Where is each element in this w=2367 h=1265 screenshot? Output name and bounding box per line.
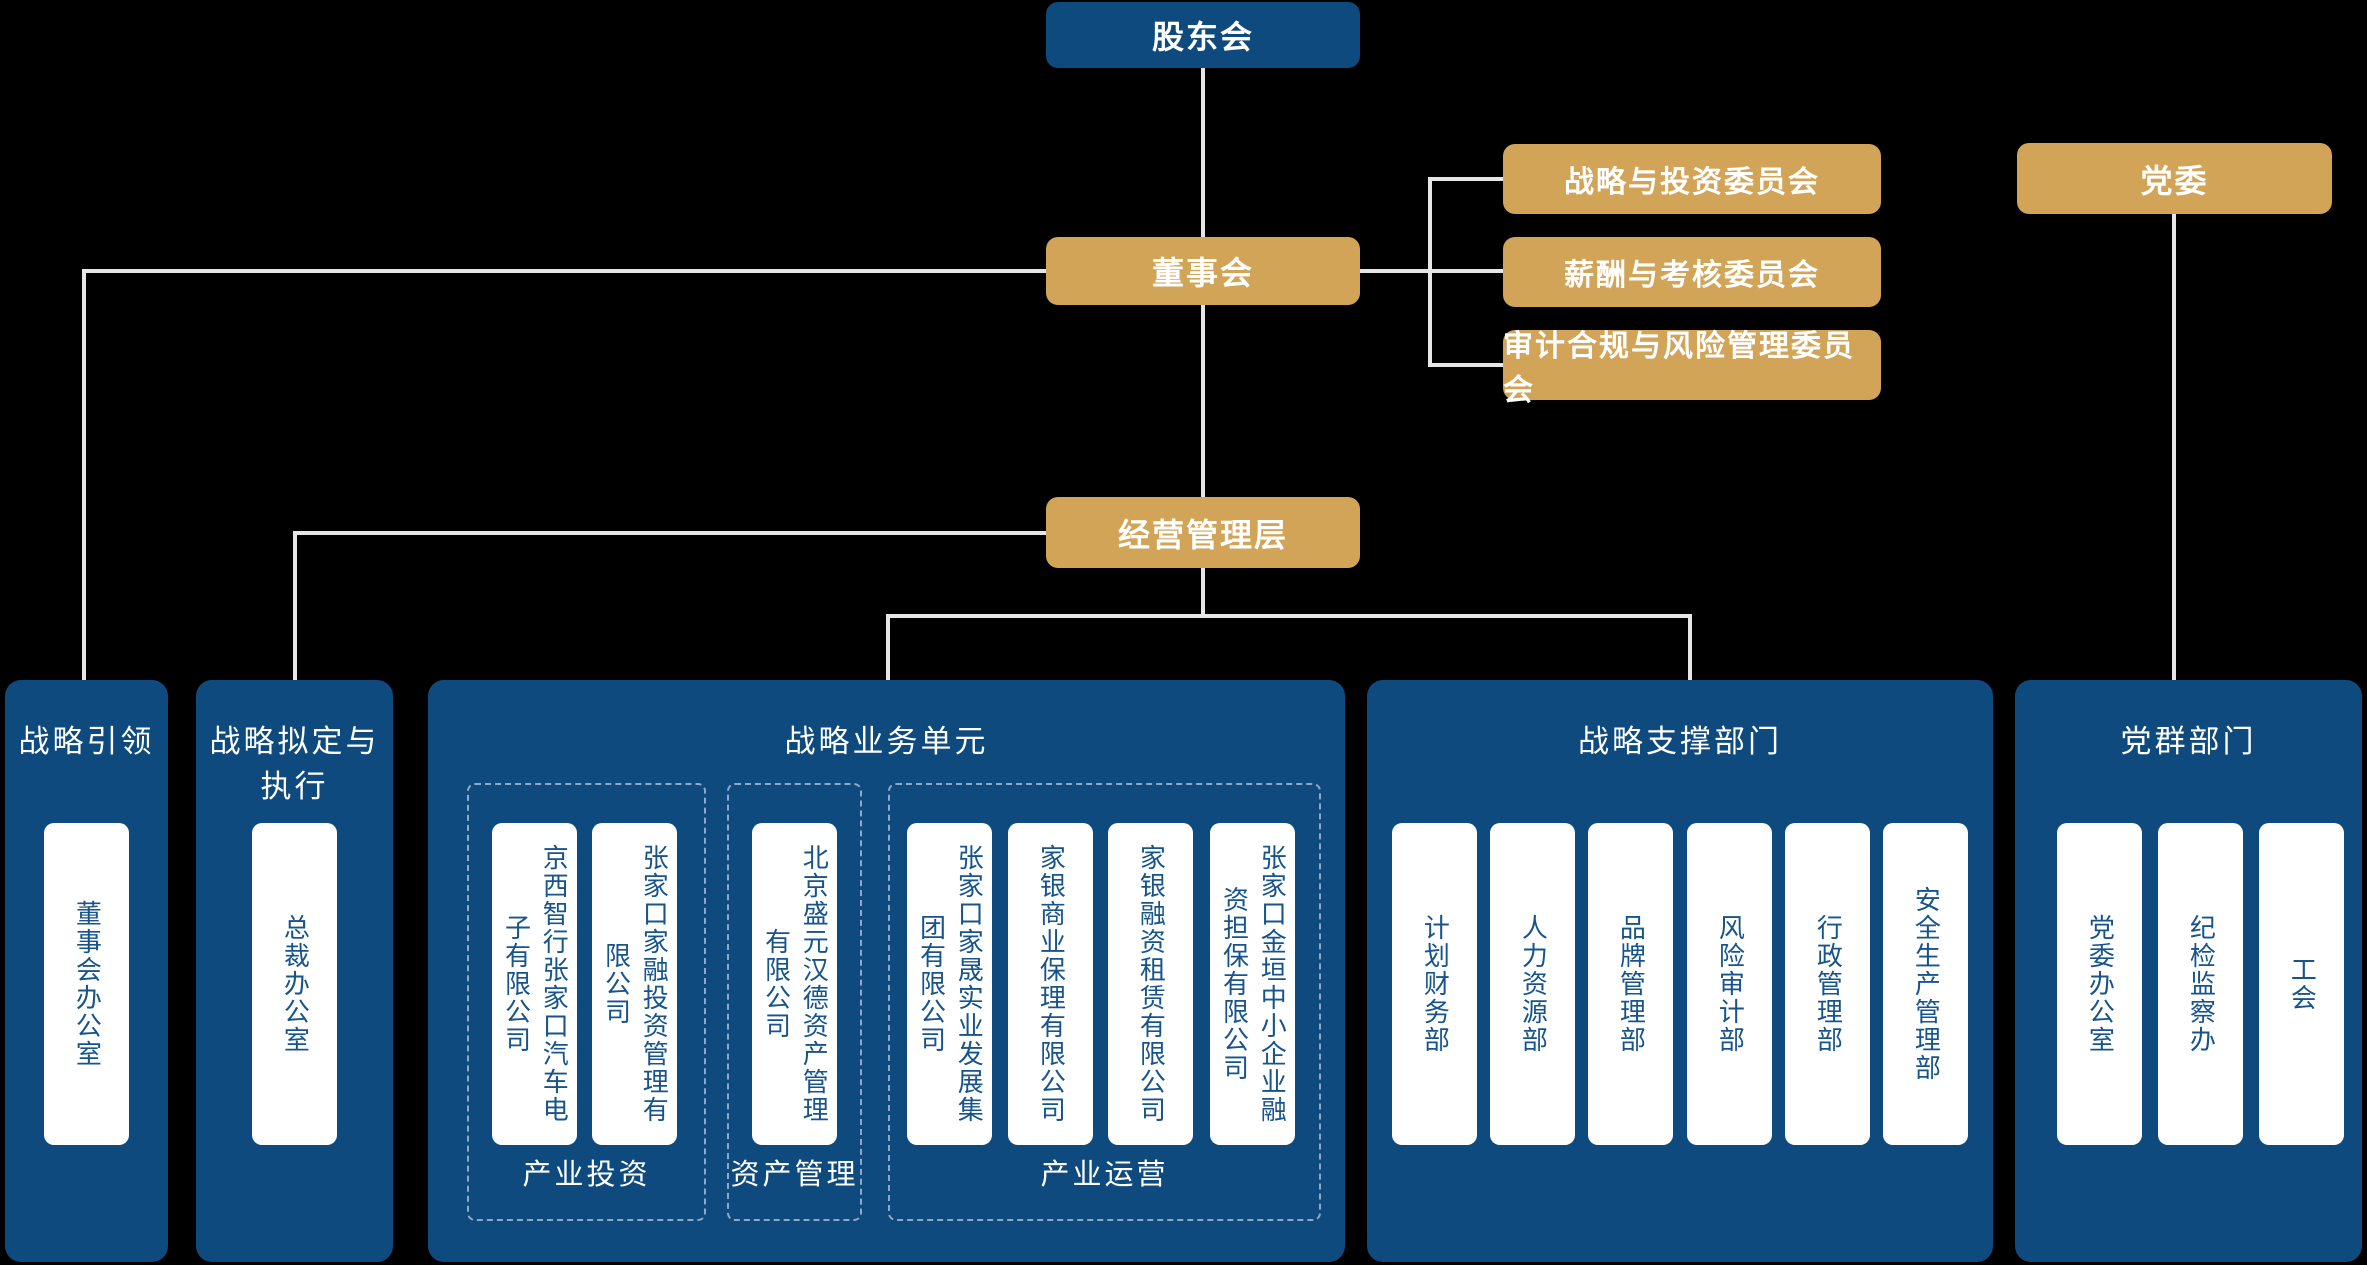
- company-card: 张家口家晟实业发展集团有限公司: [907, 823, 992, 1145]
- dept-card-label: 安全生产管理部: [1911, 886, 1942, 1082]
- org-node-board-label: 董事会: [1151, 255, 1254, 291]
- connector-management-left: [295, 531, 1046, 535]
- group-label: 资产管理: [730, 1159, 859, 1191]
- company-card: 张家口金垣中小企业融资担保有限公司: [1210, 823, 1295, 1145]
- org-node-party-committee: 党委: [2017, 143, 2332, 214]
- dept-card-president-office: 总裁办公室: [252, 823, 337, 1145]
- company-card-label: 北京盛元汉德资产管理有限公司: [761, 844, 830, 1124]
- org-node-party-committee-label: 党委: [2140, 162, 2209, 199]
- container-title: 战略引领: [18, 724, 155, 759]
- org-node-shareholders: 股东会: [1046, 2, 1360, 68]
- committee-label: 审计合规与风险管理委员会: [1503, 330, 1855, 407]
- connector-committee-1-stub: [1428, 177, 1503, 181]
- container-title: 战略拟定与执行: [209, 724, 380, 804]
- connector-board-strategy-lead: [82, 269, 86, 680]
- group-label: 产业投资: [522, 1159, 651, 1191]
- connector-board-left: [84, 269, 1046, 273]
- dept-card: 行政管理部: [1785, 823, 1870, 1145]
- connector-committee-spine: [1428, 177, 1432, 367]
- connector-management-branch: [886, 614, 1692, 618]
- dept-card: 党委办公室: [2057, 823, 2142, 1145]
- company-card: 张家口家融投资管理有限公司: [592, 823, 677, 1145]
- container-strategic-support: 战略支撑部门 计划财务部 人力资源部 品牌管理部 风险审计部 行政管理部 安全生…: [1367, 680, 1993, 1262]
- dept-card-label: 计划财务部: [1420, 914, 1451, 1054]
- container-strategy-execution: 战略拟定与执行 总裁办公室: [196, 680, 393, 1262]
- dept-card: 安全生产管理部: [1883, 823, 1968, 1145]
- org-node-shareholders-label: 股东会: [1151, 19, 1254, 55]
- committee-label: 薪酬与考核委员会: [1564, 259, 1820, 292]
- dept-card-label: 人力资源部: [1518, 914, 1549, 1054]
- dept-card-label: 行政管理部: [1813, 914, 1844, 1054]
- dept-card: 工会: [2259, 823, 2344, 1145]
- dept-card: 计划财务部: [1392, 823, 1477, 1145]
- dept-card-label: 总裁办公室: [280, 914, 311, 1054]
- dept-card: 风险审计部: [1687, 823, 1772, 1145]
- connector-committee-3-stub: [1428, 363, 1503, 367]
- container-strategic-business-units: 战略业务单元 京西智行张家口汽车电子有限公司 张家口家融投资管理有限公司 产业投…: [428, 680, 1345, 1262]
- dept-card-label: 品牌管理部: [1616, 914, 1647, 1054]
- group-industry-investment: 京西智行张家口汽车电子有限公司 张家口家融投资管理有限公司 产业投资: [467, 783, 706, 1221]
- company-card-label: 张家口家晟实业发展集团有限公司: [916, 844, 985, 1124]
- org-node-board: 董事会: [1046, 237, 1360, 305]
- org-node-committee-audit-risk: 审计合规与风险管理委员会: [1503, 330, 1881, 407]
- org-node-management: 经营管理层: [1046, 497, 1360, 568]
- dept-card-label: 纪检监察办: [2186, 914, 2217, 1054]
- dept-card-label: 工会: [2287, 956, 2318, 1012]
- connector-management-down: [1201, 568, 1205, 616]
- connector-board-management: [1201, 305, 1205, 497]
- company-card: 北京盛元汉德资产管理有限公司: [752, 823, 837, 1145]
- group-label: 产业运营: [1040, 1159, 1169, 1191]
- container-strategy-leadership: 战略引领 董事会办公室: [5, 680, 168, 1262]
- group-industry-operations: 张家口家晟实业发展集团有限公司 家银商业保理有限公司 家银融资租赁有限公司 张家…: [888, 783, 1321, 1221]
- dept-card-label: 董事会办公室: [72, 900, 103, 1068]
- dept-card: 品牌管理部: [1588, 823, 1673, 1145]
- company-card-label: 家银融资租赁有限公司: [1136, 844, 1167, 1124]
- dept-card-board-office: 董事会办公室: [44, 823, 129, 1145]
- container-title: 战略支撑部门: [1578, 724, 1782, 759]
- company-card-label: 京西智行张家口汽车电子有限公司: [501, 844, 570, 1124]
- connector-branch-sbu: [886, 614, 890, 680]
- connector-branch-support: [1688, 614, 1692, 680]
- company-card-label: 张家口金垣中小企业融资担保有限公司: [1219, 844, 1288, 1124]
- org-node-committee-compensation: 薪酬与考核委员会: [1503, 237, 1881, 307]
- company-card: 家银融资租赁有限公司: [1108, 823, 1193, 1145]
- dept-card-label: 党委办公室: [2085, 914, 2116, 1054]
- connector-shareholders-board: [1201, 68, 1205, 237]
- company-card-label: 张家口家融投资管理有限公司: [601, 844, 670, 1124]
- committee-label: 战略与投资委员会: [1564, 166, 1820, 199]
- company-card: 家银商业保理有限公司: [1008, 823, 1093, 1145]
- company-card-label: 家银商业保理有限公司: [1036, 844, 1067, 1124]
- container-title: 战略业务单元: [784, 724, 989, 759]
- dept-card: 人力资源部: [1490, 823, 1575, 1145]
- org-node-committee-strategy-investment: 战略与投资委员会: [1503, 144, 1881, 214]
- container-party-mass: 党群部门 党委办公室 纪检监察办 工会: [2015, 680, 2362, 1262]
- company-card: 京西智行张家口汽车电子有限公司: [492, 823, 577, 1145]
- dept-card-label: 风险审计部: [1715, 914, 1746, 1054]
- group-asset-management: 北京盛元汉德资产管理有限公司 资产管理: [727, 783, 862, 1221]
- org-node-management-label: 经营管理层: [1117, 516, 1288, 553]
- container-title: 党群部门: [2120, 724, 2257, 759]
- dept-card: 纪检监察办: [2158, 823, 2243, 1145]
- connector-management-execution: [293, 531, 297, 680]
- connector-party-down: [2172, 214, 2176, 680]
